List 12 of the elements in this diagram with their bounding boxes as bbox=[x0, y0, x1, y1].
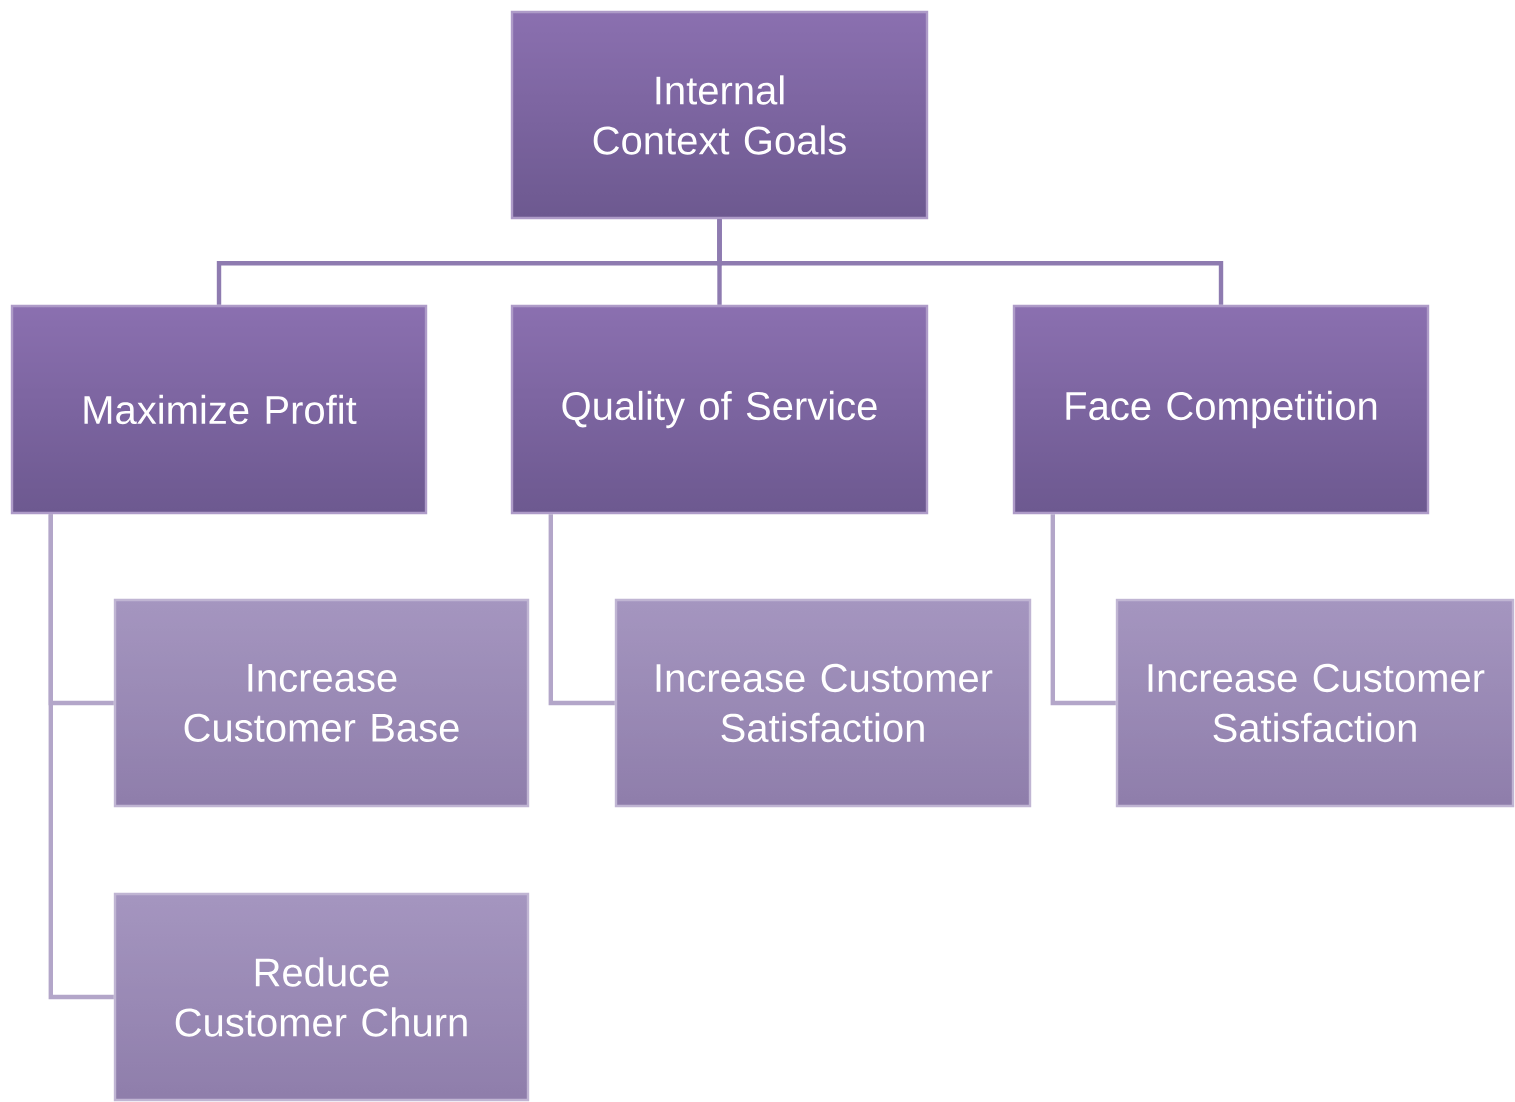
goal-box: Quality of Service bbox=[510, 304, 929, 515]
goal-box: Increase Customer Satisfaction bbox=[1115, 598, 1515, 808]
goal-box: Increase Customer Base bbox=[113, 598, 530, 808]
goal-box: Face Competition bbox=[1012, 304, 1430, 515]
connector-line bbox=[48, 514, 114, 1000]
goal-box: Internal Context Goals bbox=[510, 10, 929, 220]
connector-line bbox=[717, 219, 1224, 305]
goal-box: Maximize Profit bbox=[10, 304, 428, 515]
connector-line bbox=[548, 514, 615, 706]
goal-box: Increase Customer Satisfaction bbox=[614, 598, 1032, 808]
goal-box: Reduce Customer Churn bbox=[113, 892, 530, 1102]
connector-line bbox=[1050, 514, 1116, 706]
